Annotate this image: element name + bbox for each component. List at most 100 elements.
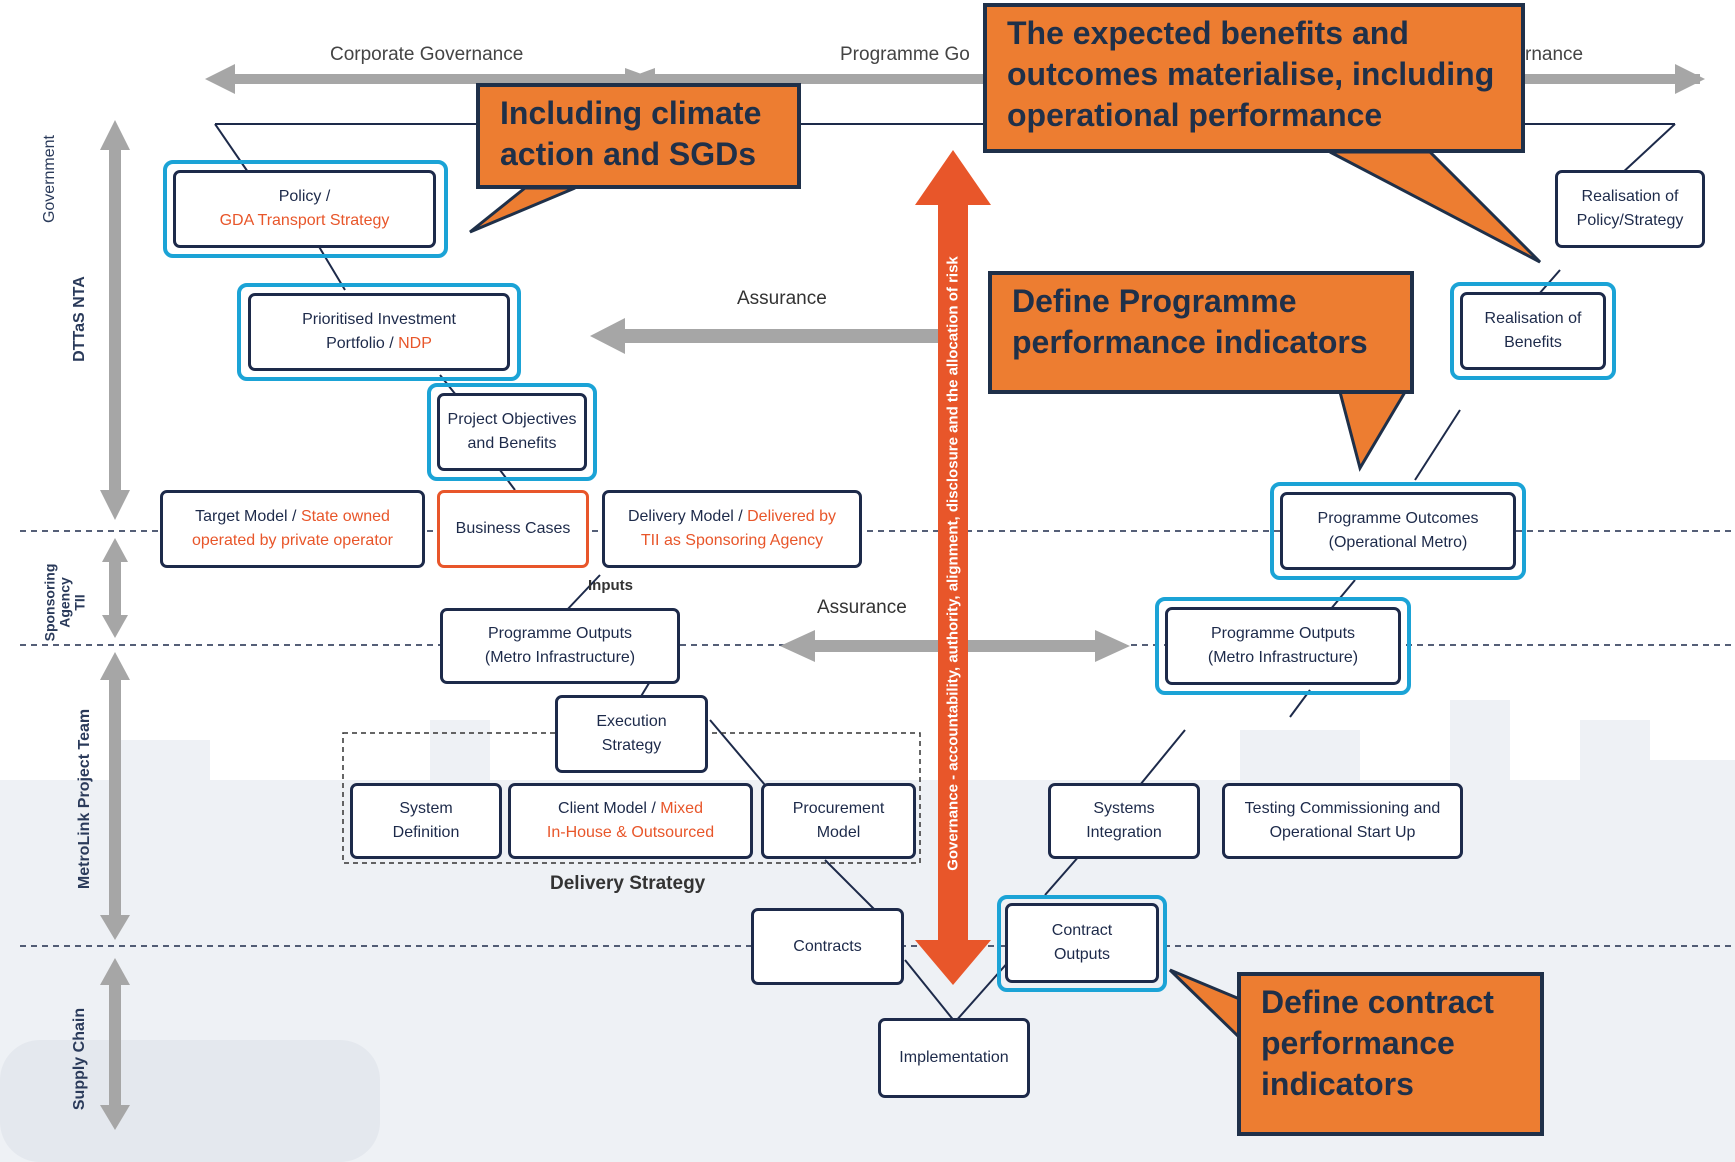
sponsoring-line: Sponsoring [41,563,58,642]
procurement-line1: Procurement [792,800,885,817]
testing-line2: Operational Start Up [1269,824,1416,841]
system-definition-line2: Definition [392,824,460,841]
tii-line: TII [71,594,88,611]
realisation-policy-line2: Policy/Strategy [1576,212,1684,229]
prog-outputs-left-line1: Programme Outputs [487,625,633,642]
prog-outputs-right-line2: (Metro Infrastructure) [1207,649,1359,666]
client-model-line2: In-House & Outsourced [546,824,715,841]
metrolink-project-team-label: MetroLink Project Team [76,708,93,890]
highlight-frame [237,283,521,381]
delivery-strategy-label: Delivery Strategy [550,873,706,894]
contracts-box: Contracts [751,908,904,985]
prioritised-line2: Portfolio / NDP [326,332,432,356]
objectives-line1: Project Objectives [447,411,577,428]
side-arrow-sponsoring [109,560,121,620]
realisation-benefits-line1: Realisation of [1484,310,1582,327]
prog-outcomes-line2: (Operational Metro) [1328,534,1468,551]
sponsoring-agency-label: Sponsoring Agency TII [41,543,88,663]
programme-outputs-left-box: Programme Outputs (Metro Infrastructure) [440,608,680,684]
callout-climate-line1: Including climate [500,95,762,131]
programme-outputs-right-box: Programme Outputs (Metro Infrastructure) [1165,607,1401,685]
highlight-frame [427,383,597,481]
target-model-line1: Target Model / State owned [195,505,390,529]
programme-outcomes-box: Programme Outcomes (Operational Metro) [1280,492,1516,570]
arrow-head-right [1675,64,1705,94]
callout-climate: Including climate action and SGDs [476,83,801,189]
systems-integration-box: Systems Integration [1048,783,1200,859]
connector-line [564,574,601,613]
delivery-model-text: Delivery Model / [627,508,748,525]
side-arrow-dttas [109,150,121,490]
business-cases-box: Business Cases [437,490,589,568]
callout-contract-indicators: Define contract performance indicators [1237,972,1544,1136]
supply-chain-label: Supply Chain [71,1007,88,1111]
dttas-nta-label: DTTaS NTA [71,276,88,362]
client-model-line1: Client Model / Mixed [558,797,703,821]
callout-climate-line2: action and SGDs [500,136,757,172]
callout-programme-line1: Define Programme [1012,283,1297,319]
contract-outputs-line2: Outputs [1053,946,1111,963]
implementation-box: Implementation [878,1018,1030,1098]
assurance-top-label: Assurance [737,288,827,309]
arrow-head-left [205,64,235,94]
prog-outputs-right-line1: Programme Outputs [1210,625,1356,642]
contract-outputs-line1: Contract [1051,922,1113,939]
contracts-text: Contracts [793,937,862,955]
policy-line2: GDA Transport Strategy [219,212,390,229]
highlight-frame [997,895,1167,992]
target-model-box: Target Model / State owned operated by p… [160,490,425,568]
highlight-frame [1155,597,1411,695]
systems-integration-line1: Systems [1093,800,1155,817]
delivery-model-box: Delivery Model / Delivered by TII as Spo… [602,490,862,568]
prog-outputs-left-line2: (Metro Infrastructure) [484,649,636,666]
connector-line [709,719,766,786]
assurance-mid-label: Assurance [817,597,907,618]
ndp-text: NDP [398,335,432,352]
callout-tail [1329,150,1542,264]
connector-line [1139,729,1186,786]
connector-line [317,244,346,291]
policy-line1: Policy / [278,188,331,205]
connector-line [1044,854,1081,896]
testing-line1: Testing Commissioning and [1244,800,1441,817]
delivery-model-line2: TII as Sponsoring Agency [640,532,824,549]
callout-contract-line2: performance [1261,1025,1455,1061]
state-owned-text: State owned [300,508,390,525]
side-arrow-supply [109,985,121,1105]
client-model-text: Client Model / [558,800,661,817]
assurance-arrow-top [620,329,940,343]
realisation-benefits-box: Realisation of Benefits [1460,292,1606,370]
client-model-box: Client Model / Mixed In-House & Outsourc… [508,783,753,859]
governance-axis-label: Governance - accountability, authority, … [944,256,962,871]
testing-commissioning-box: Testing Commissioning and Operational St… [1222,783,1463,859]
delivery-model-line1: Delivery Model / Delivered by [628,505,836,529]
connector-line [214,123,251,176]
side-arrow-metrolink [109,680,121,925]
government-label: Government [41,134,58,224]
connector-line [824,859,876,911]
system-definition-line1: System [399,800,453,817]
callout-benefits-line1: The expected benefits and [1007,15,1409,51]
execution-line1: Execution [596,713,667,730]
procurement-line2: Model [816,824,861,841]
target-model-line2: operated by private operator [191,532,393,549]
business-cases-text: Business Cases [455,520,571,537]
governance-bar-arrow [230,74,1700,84]
systems-integration-line2: Integration [1086,824,1162,841]
realisation-policy-line1: Realisation of [1581,188,1679,205]
prioritised-line1: Prioritised Investment [302,311,456,328]
agency-line: Agency [56,577,73,628]
policy-box: Policy / GDA Transport Strategy [173,170,436,248]
prog-outcomes-line1: Programme Outcomes [1317,510,1479,527]
target-model-text: Target Model / [195,508,301,525]
callout-programme-indicators: Define Programme performance indicators [988,271,1414,394]
callout-benefits-line2: outcomes materialise, including [1007,56,1495,92]
corporate-governance-label: Corporate Governance [330,44,524,65]
connector-line [1329,579,1356,611]
system-definition-box: System Definition [350,783,502,859]
programme-governance-label: Programme Go [840,44,970,65]
contract-outputs-box: Contract Outputs [1005,903,1159,983]
objectives-line2: and Benefits [467,435,557,452]
execution-strategy-box: Execution Strategy [555,695,708,773]
